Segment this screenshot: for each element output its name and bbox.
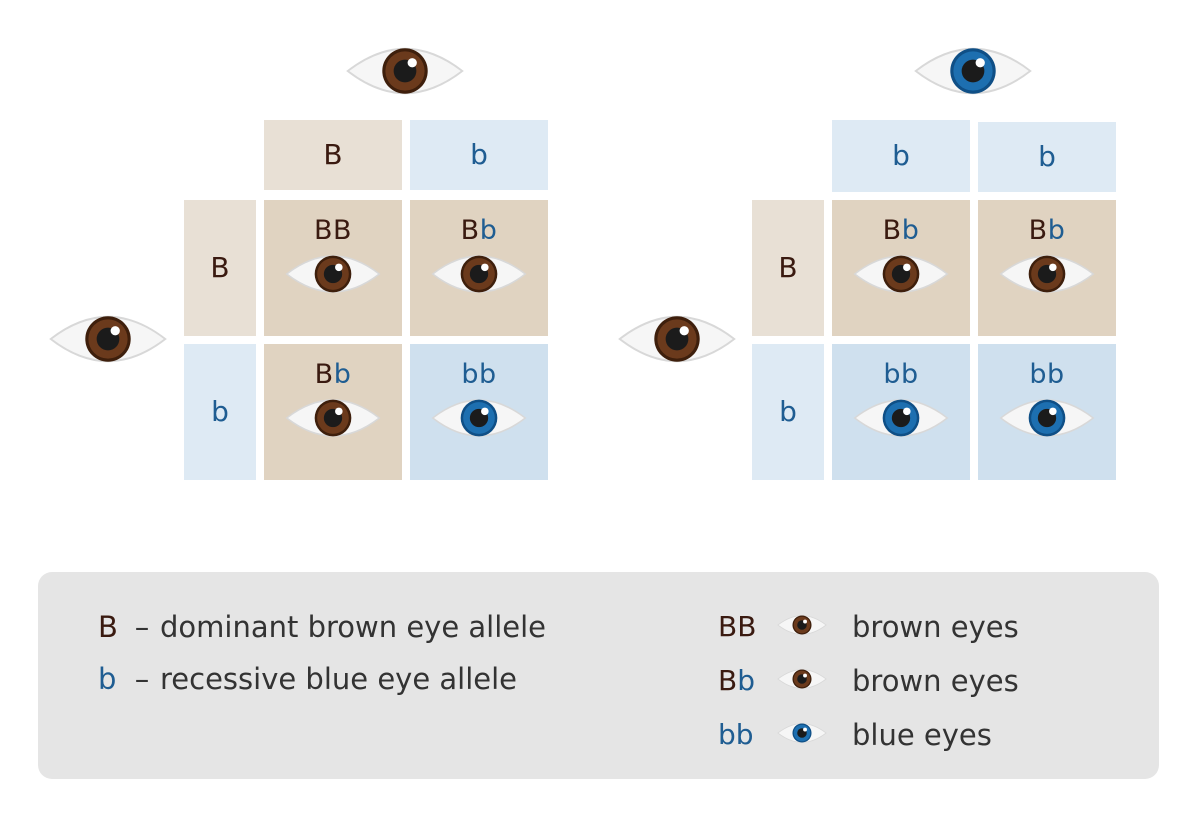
parent-eye-top-2: [911, 39, 1035, 103]
legend-genotype: bb: [718, 718, 754, 751]
offspring-eye: [283, 248, 383, 300]
allele-symbol: b: [98, 662, 117, 696]
offspring-eye: [997, 248, 1097, 300]
legend-allele-row: B–dominant brown eye allele: [98, 610, 546, 644]
legend-phenotype: brown eyes: [852, 610, 1019, 644]
legend-genotype: BB: [718, 610, 757, 643]
genotype-label: bb: [883, 359, 919, 390]
offspring-eye: [429, 392, 529, 444]
parent-eye-top-1: [343, 39, 467, 103]
brown-eye-icon: [346, 47, 464, 95]
col-header: b: [832, 120, 970, 192]
genotype-label: bb: [1029, 359, 1065, 390]
legend-genotype: Bb: [718, 664, 755, 697]
brown-eye-icon: [49, 315, 167, 363]
genotype-label: BB: [313, 215, 353, 246]
brown-eye-icon: [431, 255, 527, 293]
col-header: B: [264, 120, 402, 190]
legend-phenotype: brown eyes: [852, 664, 1019, 698]
offspring-cell: bb: [832, 344, 970, 480]
legend-allele-row: b–recessive blue eye allele: [98, 662, 517, 696]
blue-eye-icon: [999, 399, 1095, 437]
allele-symbol: B: [98, 610, 118, 644]
brown-eye-icon: [999, 255, 1095, 293]
brown-eye-icon: [777, 669, 827, 689]
blue-eye-icon: [853, 399, 949, 437]
offspring-cell: Bb: [410, 200, 548, 336]
allele-description: recessive blue eye allele: [160, 662, 518, 696]
row-header: b: [184, 344, 256, 480]
offspring-eye: [851, 248, 951, 300]
legend-dash: –: [134, 610, 150, 644]
offspring-eye: [283, 392, 383, 444]
offspring-eye: [997, 392, 1097, 444]
blue-eye-icon: [431, 399, 527, 437]
offspring-eye: [429, 248, 529, 300]
offspring-cell: bb: [410, 344, 548, 480]
parent-eye-side-2: [615, 307, 739, 371]
legend-panel: B–dominant brown eye allele b–recessive …: [38, 572, 1159, 779]
row-header: b: [752, 344, 824, 480]
brown-eye-icon: [285, 255, 381, 293]
blue-eye-icon: [914, 47, 1032, 95]
legend-eye: [776, 718, 828, 748]
parent-eye-side-1: [46, 307, 170, 371]
offspring-cell: Bb: [978, 200, 1116, 336]
brown-eye-icon: [285, 399, 381, 437]
genotype-label: bb: [461, 359, 497, 390]
genotype-label: Bb: [314, 359, 352, 390]
brown-eye-icon: [618, 315, 736, 363]
brown-eye-icon: [853, 255, 949, 293]
row-header: B: [752, 200, 824, 336]
genotype-label: Bb: [460, 215, 498, 246]
genotype-label: Bb: [882, 215, 920, 246]
legend-dash: –: [134, 662, 150, 696]
offspring-cell: bb: [978, 344, 1116, 480]
offspring-cell: Bb: [832, 200, 970, 336]
brown-eye-icon: [777, 615, 827, 635]
blue-eye-icon: [777, 723, 827, 743]
legend-eye: [776, 610, 828, 640]
legend-phenotype: blue eyes: [852, 718, 992, 752]
legend-eye: [776, 664, 828, 694]
col-header: b: [410, 120, 548, 190]
genotype-label: Bb: [1028, 215, 1066, 246]
offspring-cell: Bb: [264, 344, 402, 480]
allele-description: dominant brown eye allele: [160, 610, 547, 644]
row-header: B: [184, 200, 256, 336]
offspring-cell: BB: [264, 200, 402, 336]
offspring-eye: [851, 392, 951, 444]
col-header: b: [978, 122, 1116, 192]
